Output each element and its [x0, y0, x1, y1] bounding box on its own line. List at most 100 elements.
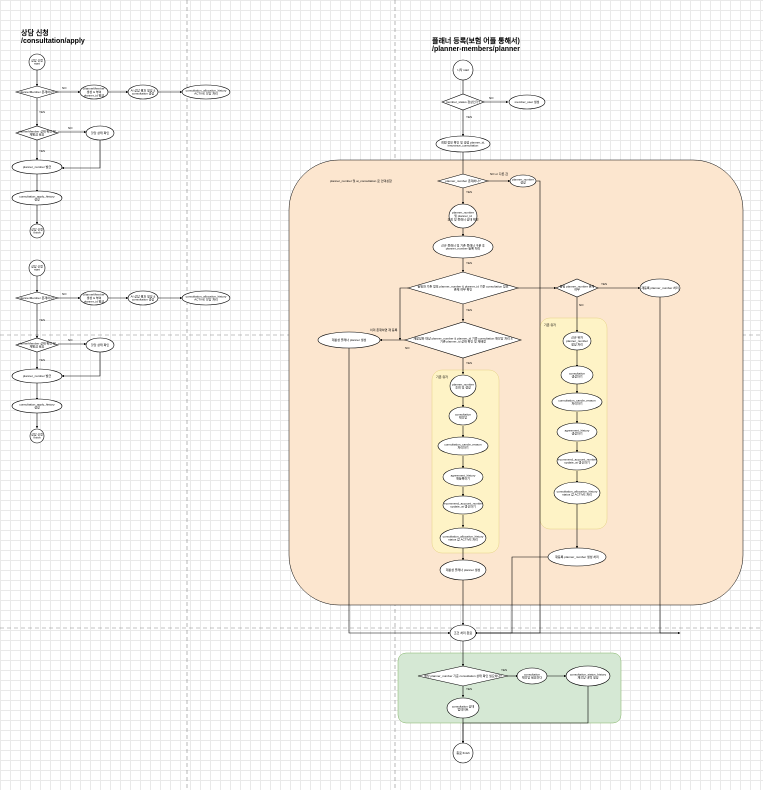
node-shape [15, 337, 59, 353]
right-flow-title-text: 플래너 등록(보험 어플 통해서) [432, 38, 520, 45]
node-r-d5: 재활성화 대상 planner_number & planner_id 기준 c… [403, 321, 523, 359]
node-shape [11, 398, 63, 414]
edge-label-yes: YES [39, 149, 45, 153]
node-shape [452, 59, 474, 81]
node-shape [449, 374, 477, 398]
node-shape [547, 547, 607, 567]
node-r-left: 재활성 플래너 planner 생성 [317, 331, 381, 349]
node-label: 종료 finish [456, 751, 470, 755]
right-flow-title: 플래너 등록(보험 어플 통해서) /planner-members/plann… [432, 38, 520, 54]
node-shape [556, 451, 598, 471]
edge-label-no: NO [489, 96, 494, 100]
orange-container-label: planner_number 및 ai_consultation 로 인덱싱함 [330, 178, 392, 183]
node-shape [639, 278, 681, 298]
edge-label-no: NO [62, 86, 67, 90]
edge-label-yes: YES [501, 668, 507, 672]
node-shape [127, 84, 159, 100]
edge-label-yes: YES [39, 318, 45, 322]
edge-label-yes: YES [466, 308, 472, 312]
node-shape [516, 667, 548, 685]
node-shape [551, 392, 603, 412]
node-shape [11, 368, 63, 384]
node-label: 동일한 기존 정보 planner_number & planner_id 기준… [418, 283, 509, 291]
edge-label-yes: YES [466, 190, 472, 194]
node-shape [439, 527, 487, 549]
node-r-start: 시작 start [452, 59, 474, 81]
node-g-d: 해당 planner_number 기준 consultation 상태 확인 … [417, 665, 509, 687]
node-shape [562, 331, 592, 351]
node-l2-d1: plannerMember 존재하나? [14, 291, 60, 305]
edge-label-yes: YES [601, 282, 607, 286]
edge-label-no: NO [68, 338, 73, 342]
node-l1-r4: 할당 상태 확인 [85, 125, 115, 141]
node-label: AI 상담 결과 생성 &consultation 생성 [131, 87, 156, 95]
node-shape [403, 321, 523, 359]
node-shape [85, 337, 115, 353]
node-shape [317, 331, 381, 349]
node-shape [28, 259, 46, 277]
node-label: 할당 상태 확인 [91, 130, 109, 135]
node-label: 조건 처리 완료 [454, 630, 472, 635]
node-shape [555, 278, 599, 298]
node-shape [509, 174, 537, 188]
node-shape [556, 422, 598, 442]
node-shape [441, 93, 485, 111]
node-shape [446, 697, 480, 719]
yellow-container-left: 기존 유저 [431, 369, 500, 554]
orange-container: planner_number 및 ai_consultation 로 인덱싱함 [288, 159, 744, 606]
left-flow-title: 상담 신청 /consultation/apply [21, 30, 85, 46]
node-shape [560, 365, 594, 385]
node-shape [85, 125, 115, 141]
edge-label-no: NO [579, 303, 584, 307]
node-shape [437, 436, 489, 456]
node-l1-d1: plannerMember 존재하나? [14, 85, 60, 99]
edge-label-yes: YES [466, 261, 472, 265]
node-shape [448, 406, 478, 426]
edge-label-yes: YES [466, 687, 472, 691]
node-shape [439, 559, 487, 581]
edge-label-exists: 이미 존재하면 재 등록 [370, 327, 398, 332]
node-shape [29, 223, 45, 239]
node-shape [432, 235, 494, 259]
node-shape [181, 84, 231, 100]
node-label: planner_number 존재하나? [445, 178, 481, 183]
node-label: 재활성화 대상 planner_number & planner_id 기준 c… [413, 335, 512, 343]
node-label: planner_number 발급 [23, 373, 51, 378]
left-flow-path-text: /consultation/apply [21, 38, 85, 45]
edge-label-yes: YES [39, 358, 45, 362]
